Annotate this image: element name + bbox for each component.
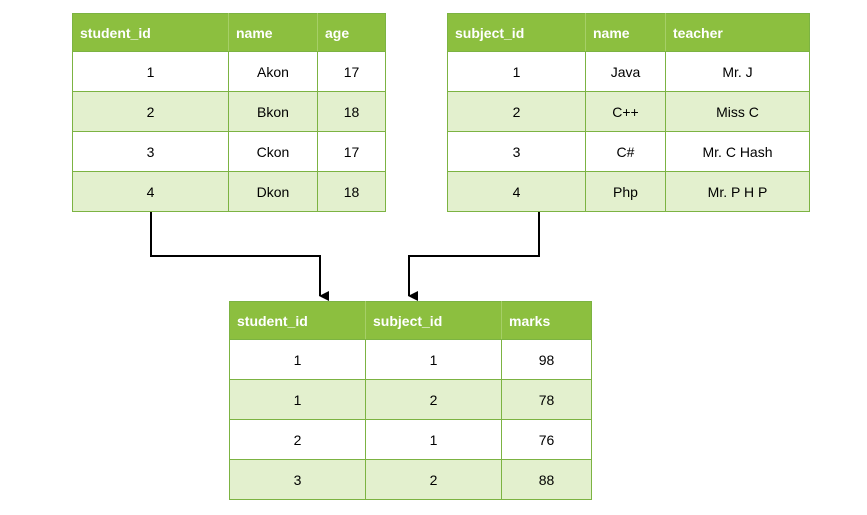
column-header: marks bbox=[501, 301, 592, 340]
table-cell: 2 bbox=[365, 379, 502, 420]
table-cell: 1 bbox=[365, 419, 502, 460]
table-cell: 1 bbox=[447, 51, 586, 92]
table-row: 3 2 88 bbox=[229, 459, 592, 500]
marks-table: student_id subject_id marks 1 1 98 1 2 7… bbox=[229, 301, 592, 500]
table-cell: 4 bbox=[447, 171, 586, 212]
table-cell: 1 bbox=[229, 339, 366, 380]
table-row: 2 C++ Miss C bbox=[447, 91, 810, 132]
table-row: 1 2 78 bbox=[229, 379, 592, 420]
table-cell: C++ bbox=[585, 91, 666, 132]
table-cell: 2 bbox=[447, 91, 586, 132]
table-cell: Mr. P H P bbox=[665, 171, 810, 212]
subjects-table: subject_id name teacher 1 Java Mr. J 2 C… bbox=[447, 13, 810, 212]
table-cell: 78 bbox=[501, 379, 592, 420]
table-cell: Akon bbox=[228, 51, 318, 92]
subject-to-marks-arrow bbox=[408, 212, 540, 301]
table-cell: 2 bbox=[365, 459, 502, 500]
table-row: 4 Dkon 18 bbox=[72, 171, 386, 212]
column-header: name bbox=[228, 13, 318, 52]
table-cell: 3 bbox=[72, 131, 229, 172]
table-cell: 3 bbox=[447, 131, 586, 172]
table-row: 1 Akon 17 bbox=[72, 51, 386, 92]
table-row: 3 Ckon 17 bbox=[72, 131, 386, 172]
table-cell: 1 bbox=[72, 51, 229, 92]
table-cell: 18 bbox=[317, 171, 386, 212]
table-cell: Miss C bbox=[665, 91, 810, 132]
students-table: student_id name age 1 Akon 17 2 Bkon 18 … bbox=[72, 13, 386, 212]
table-cell: 1 bbox=[229, 379, 366, 420]
table-cell: C# bbox=[585, 131, 666, 172]
table-cell: 17 bbox=[317, 51, 386, 92]
students-header-row: student_id name age bbox=[72, 13, 386, 52]
column-header: subject_id bbox=[365, 301, 502, 340]
student-to-marks-arrow bbox=[150, 212, 329, 301]
table-cell: Dkon bbox=[228, 171, 318, 212]
table-cell: 1 bbox=[365, 339, 502, 380]
column-header: student_id bbox=[229, 301, 366, 340]
column-header: name bbox=[585, 13, 666, 52]
table-cell: 98 bbox=[501, 339, 592, 380]
table-cell: 2 bbox=[72, 91, 229, 132]
table-cell: Java bbox=[585, 51, 666, 92]
table-row: 2 Bkon 18 bbox=[72, 91, 386, 132]
table-row: 1 Java Mr. J bbox=[447, 51, 810, 92]
table-cell: 17 bbox=[317, 131, 386, 172]
table-row: 2 1 76 bbox=[229, 419, 592, 460]
table-cell: Bkon bbox=[228, 91, 318, 132]
marks-header-row: student_id subject_id marks bbox=[229, 301, 592, 340]
table-row: 4 Php Mr. P H P bbox=[447, 171, 810, 212]
table-cell: Ckon bbox=[228, 131, 318, 172]
table-cell: 88 bbox=[501, 459, 592, 500]
table-cell: 18 bbox=[317, 91, 386, 132]
table-row: 1 1 98 bbox=[229, 339, 592, 380]
table-cell: Mr. J bbox=[665, 51, 810, 92]
table-row: 3 C# Mr. C Hash bbox=[447, 131, 810, 172]
column-header: student_id bbox=[72, 13, 229, 52]
table-cell: Php bbox=[585, 171, 666, 212]
table-cell: 3 bbox=[229, 459, 366, 500]
column-header: subject_id bbox=[447, 13, 586, 52]
column-header: teacher bbox=[665, 13, 810, 52]
column-header: age bbox=[317, 13, 386, 52]
subjects-header-row: subject_id name teacher bbox=[447, 13, 810, 52]
table-cell: 2 bbox=[229, 419, 366, 460]
table-cell: Mr. C Hash bbox=[665, 131, 810, 172]
table-cell: 76 bbox=[501, 419, 592, 460]
table-cell: 4 bbox=[72, 171, 229, 212]
